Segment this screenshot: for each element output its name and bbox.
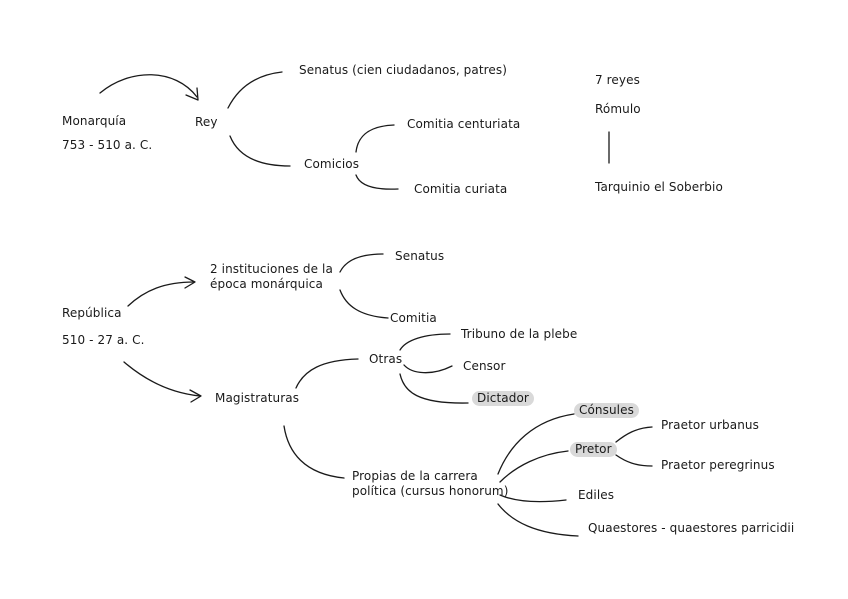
otras-label: Otras	[369, 352, 403, 366]
branch-comicios-centuriata	[355, 124, 395, 153]
arrow-republica-magistraturas	[123, 361, 201, 397]
ediles-label: Ediles	[578, 488, 615, 502]
propias-line2: política (cursus honorum)	[352, 484, 509, 498]
magistraturas-label: Magistraturas	[215, 391, 300, 405]
dictador-label: Dictador	[472, 391, 534, 406]
consules-label: Cónsules	[574, 403, 639, 418]
comitia-centuriata-label: Comitia centuriata	[407, 117, 521, 131]
rey-label: Rey	[195, 115, 218, 129]
comitia-curiata-label: Comitia curiata	[414, 182, 508, 196]
romulo-label: Rómulo	[595, 102, 641, 116]
branch-magistraturas-otras	[295, 358, 359, 389]
branch-otras-tribuno	[399, 333, 451, 351]
comicios-label: Comicios	[304, 157, 360, 171]
branch-pretor-urbanus	[615, 426, 653, 443]
branch-instituciones-comitia	[339, 289, 389, 319]
branch-propias-ediles	[499, 494, 567, 503]
branch-otras-censor	[403, 364, 453, 374]
instituciones-line1: 2 instituciones de la	[210, 262, 333, 276]
monarquia-dates: 753 - 510 a. C.	[62, 138, 153, 152]
tarquinio-label: Tarquinio el Soberbio	[595, 180, 723, 194]
instituciones-line2: época monárquica	[210, 277, 323, 291]
praetor-peregrinus-label: Praetor peregrinus	[661, 458, 775, 472]
monarquia-title: Monarquía	[62, 114, 127, 128]
republica-comitia-label: Comitia	[390, 311, 437, 325]
branch-rey-senatus	[227, 71, 283, 109]
branch-comicios-curiata	[355, 174, 399, 190]
branch-pretor-peregrinus	[615, 454, 653, 467]
branch-rey-comicios	[229, 135, 291, 167]
branch-propias-quaestores	[497, 503, 579, 537]
branch-otras-dictador	[399, 373, 469, 404]
monarquia-senatus-label: Senatus (cien ciudadanos, patres)	[299, 63, 508, 77]
branch-propias-consules	[497, 413, 575, 475]
praetor-urbanus-label: Praetor urbanus	[661, 418, 759, 432]
tribuno-label: Tribuno de la plebe	[461, 327, 578, 341]
branch-propias-pretor	[499, 450, 569, 483]
republica-title: República	[62, 306, 122, 320]
pretor-label: Pretor	[570, 442, 617, 457]
arrow-monarquia-rey	[99, 74, 198, 98]
arrow-republica-instituciones-head	[184, 276, 196, 289]
branch-instituciones-senatus	[339, 253, 384, 273]
reyes-count-label: 7 reyes	[595, 73, 640, 87]
arrow-republica-magistraturas-head	[189, 389, 202, 403]
arrow-monarquia-rey-head	[185, 87, 199, 101]
arrow-republica-instituciones	[127, 281, 195, 307]
censor-label: Censor	[463, 359, 506, 373]
republica-dates: 510 - 27 a. C.	[62, 333, 145, 347]
republica-senatus-label: Senatus	[395, 249, 445, 263]
propias-line1: Propias de la carrera	[352, 469, 478, 483]
branch-magistraturas-propias	[283, 425, 345, 479]
quaestores-label: Quaestores - quaestores parricidii	[588, 521, 795, 535]
